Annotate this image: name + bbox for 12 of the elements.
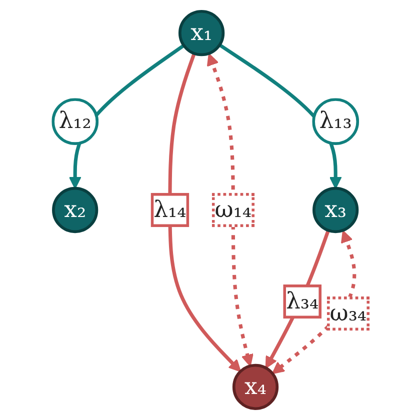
edge-label: ω₁₄: [214, 196, 252, 223]
node-circle: x₃: [312, 186, 359, 234]
arrow: [272, 230, 356, 374]
node-circle: x₂: [52, 186, 98, 234]
edge-label: λ₃₄: [286, 287, 319, 314]
node-circle: x₄: [232, 364, 279, 410]
edge-label: ω₃₄: [330, 299, 367, 326]
node-circle: x₁: [178, 10, 225, 56]
edge-label: λ₁₂: [58, 107, 92, 134]
edge-label: λ₁₃: [319, 107, 352, 134]
arrow: [265, 230, 330, 369]
edge-label: λ₁₄: [154, 196, 186, 223]
